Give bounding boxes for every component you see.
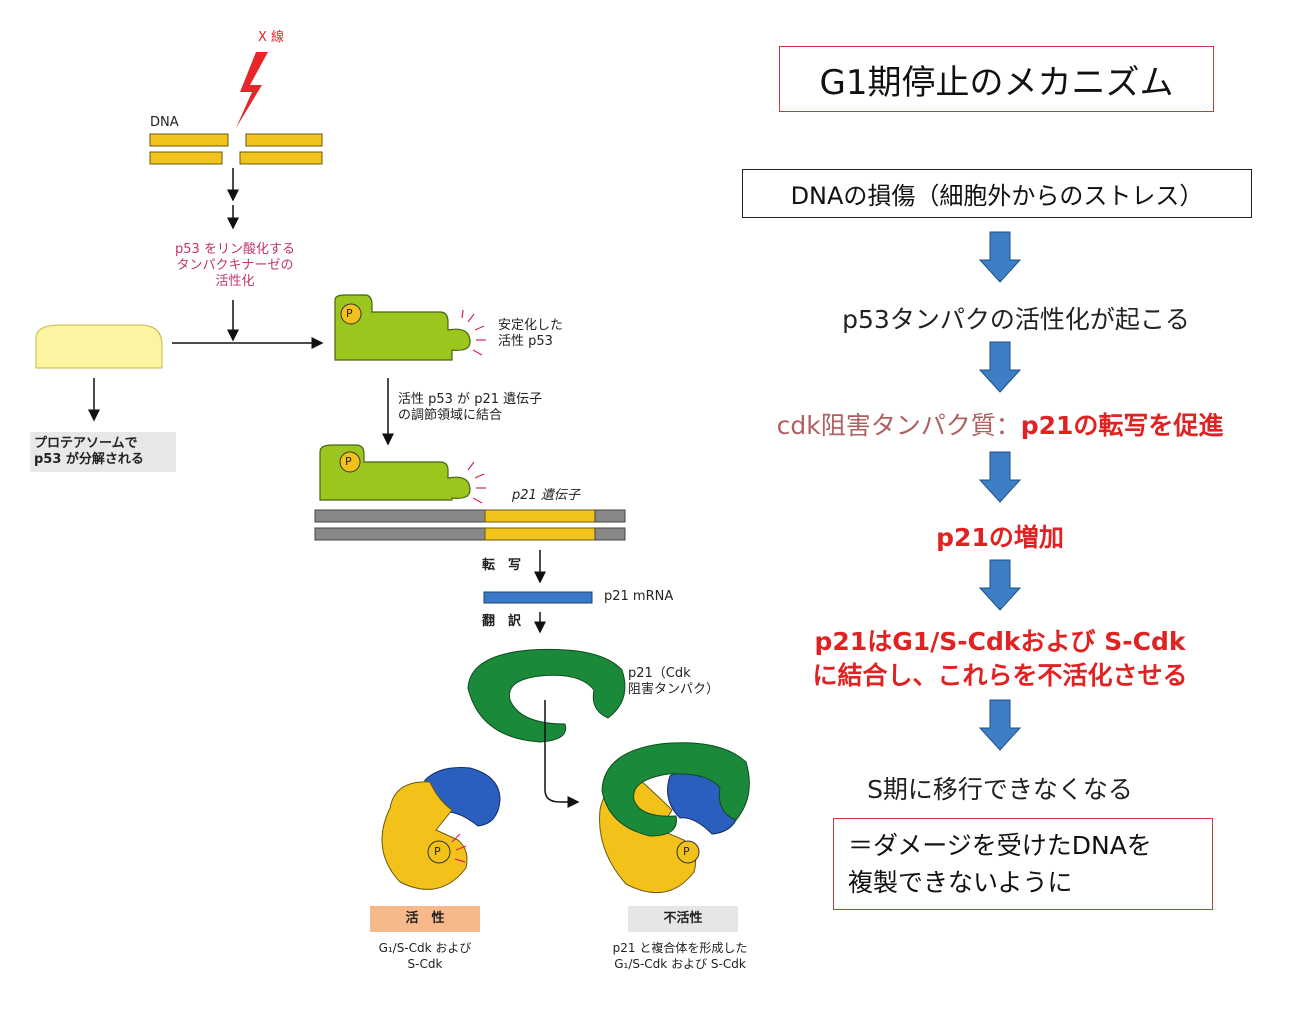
dna-broken-strands <box>149 133 323 165</box>
stable-p53-label: 安定化した 活性 p53 <box>498 318 564 349</box>
phosphate-bound: P <box>345 455 352 468</box>
inactive-label-bg <box>628 906 738 932</box>
step3-prefix: cdk阻害タンパク質： <box>776 411 1021 440</box>
p21-protein-shape <box>467 648 626 743</box>
page-title: G1期停止のメカニズム <box>779 46 1214 112</box>
flow-arrow-2 <box>978 341 1022 393</box>
flow-arrow-5 <box>978 699 1022 751</box>
step-dna-damage: DNAの損傷（細胞外からのストレス） <box>742 169 1252 218</box>
gene-label: p21 遺伝子 <box>512 488 580 503</box>
xray-lightning-icon <box>236 52 268 128</box>
p21-gene-strands <box>314 509 626 541</box>
step-s-phase-block: S期に移行できなくなる <box>867 775 1133 804</box>
active-label-bg <box>370 906 480 932</box>
proteasome-label: プロテアソームで p53 が分解される <box>34 436 144 467</box>
transcription-label: 転 写 <box>482 558 522 573</box>
bound-p53-shape <box>319 444 486 504</box>
flow-arrow-1 <box>978 231 1022 283</box>
flow-arrow-4 <box>978 559 1022 611</box>
unstable-p53-shape <box>35 324 163 369</box>
step-p21-increase: p21の増加 <box>936 523 1064 552</box>
step-p53-activation: p53タンパクの活性化が起こる <box>842 305 1190 334</box>
phosphate-top: P <box>346 307 353 320</box>
flow-arrow-3 <box>978 451 1022 503</box>
inactive-cdk-p21-complex <box>599 742 750 894</box>
step-p21-binding: p21はG1/S-Cdkおよび S-Cdk に結合し、これらを不活化させる <box>812 627 1188 690</box>
stable-p53-shape <box>334 294 486 361</box>
p53-pathway-diagram <box>30 52 750 932</box>
step-p21-transcription: cdk阻害タンパク質：p21の転写を促進 <box>700 406 1300 442</box>
kinase-label: p53 をリン酸化する タンパクキナーゼの 活性化 <box>175 242 295 289</box>
p21-protein-label: p21（Cdk 阻害タンパク） <box>628 666 720 697</box>
flow-arrows <box>978 231 1022 751</box>
bind-label: 活性 p53 が p21 遺伝子 の調節領域に結合 <box>398 392 543 423</box>
dna-label: DNA <box>150 115 179 130</box>
conclusion-box: ＝ダメージを受けたDNAを 複製できないように <box>833 818 1213 910</box>
active-cdk-complex <box>381 767 501 890</box>
phosphate-active: P <box>434 845 441 858</box>
inactive-label: 不活性 <box>663 911 703 926</box>
active-label: 活 性 <box>405 911 445 926</box>
mrna-label: p21 mRNA <box>604 589 674 604</box>
p21-mrna-bar <box>483 591 593 604</box>
phosphate-inactive: P <box>683 845 690 858</box>
xray-label: X 線 <box>258 30 285 45</box>
step3-main: p21の転写を促進 <box>1020 411 1224 440</box>
active-desc: G₁/S-Cdk および S-Cdk <box>378 941 472 971</box>
translation-label: 翻 訳 <box>482 614 522 629</box>
proteasome-label-bg <box>30 432 176 472</box>
inactive-desc: p21 と複合体を形成した G₁/S-Cdk および S-Cdk <box>612 941 748 971</box>
